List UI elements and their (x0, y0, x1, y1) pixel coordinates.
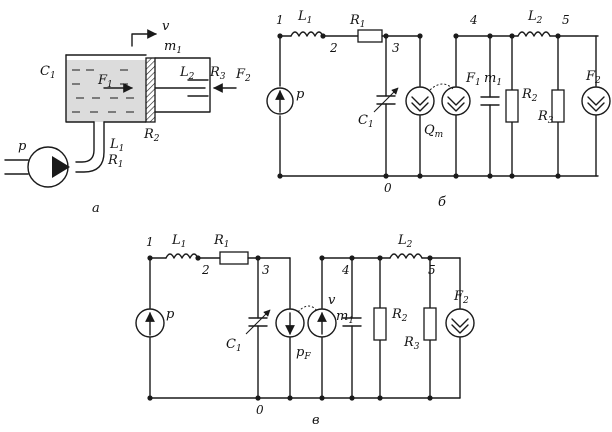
label-p: p (166, 307, 175, 322)
node-5: 5 (428, 263, 436, 277)
resistor-r2 (505, 89, 519, 123)
node-0: 0 (384, 181, 392, 195)
inductor-l1 (290, 31, 324, 37)
tank-wall (65, 54, 147, 123)
label-f2: F2 (585, 69, 601, 86)
force-source-f2-icon (445, 308, 475, 338)
inductor-l2 (389, 253, 423, 259)
label-r2: R2 (143, 127, 160, 144)
inductor-l1 (165, 253, 199, 259)
pump-inlet (4, 159, 29, 175)
pressure-source-icon (135, 308, 165, 338)
resistor-r1 (219, 251, 249, 265)
label-l2: L2 (179, 65, 195, 82)
label-r2: R2 (391, 307, 408, 324)
damper-plates (187, 79, 209, 97)
resistor-r3 (423, 307, 437, 341)
label-c1: C1 (40, 64, 56, 81)
velocity-source-icon (307, 308, 337, 338)
variable-arrow-icon (373, 87, 399, 113)
junction-dots (277, 33, 561, 179)
capacitor-m1 (342, 317, 362, 327)
caption-c: в (312, 413, 320, 428)
panel-c: 1 2 3 4 5 0 L1 R1 L2 p C1 pF v m1 R2 R3 … (135, 233, 475, 428)
double-chevron-icon (451, 318, 469, 334)
resistor-r2 (373, 307, 387, 341)
label-r3: R3 (403, 335, 420, 352)
double-chevron-icon (411, 96, 429, 112)
force-source-f1-icon (441, 86, 471, 116)
label-r1: R1 (349, 13, 366, 30)
node-3: 3 (392, 41, 400, 55)
label-c1: C1 (358, 113, 374, 130)
velocity-arrow (131, 29, 157, 47)
node-4: 4 (341, 263, 350, 277)
node-2: 2 (329, 41, 338, 55)
piston (145, 57, 156, 123)
label-v: v (162, 19, 170, 34)
label-l1: L1 (109, 137, 124, 154)
capacitor-c1 (376, 95, 396, 105)
node-0: 0 (256, 403, 264, 417)
inductor-l2 (517, 31, 551, 37)
node-5: 5 (562, 13, 570, 27)
dependency-link (429, 83, 455, 91)
label-p: p (296, 87, 305, 102)
resistor-r3 (551, 89, 565, 123)
label-p: p (18, 139, 27, 154)
label-r3: R3 (209, 65, 226, 82)
label-r1: R1 (213, 233, 230, 250)
node-1: 1 (146, 235, 154, 249)
rod-housing (154, 57, 211, 113)
label-l2: L2 (527, 9, 543, 26)
label-f2: F2 (453, 289, 469, 306)
pump-triangle-icon (52, 156, 70, 178)
pipe-outer (75, 121, 95, 163)
node-2: 2 (201, 263, 210, 277)
node-3: 3 (262, 263, 270, 277)
capacitor-c1 (248, 317, 268, 327)
label-l2: L2 (397, 233, 413, 250)
force-source-f2-icon (581, 86, 611, 116)
label-f2: F2 (235, 67, 251, 84)
caption-b: б (438, 195, 446, 210)
junction-dots (147, 255, 433, 401)
panel-b: 1 2 3 4 5 0 L1 R1 L2 p C1 Qm F1 m1 R2 R3… (266, 9, 611, 210)
label-f1: F1 (97, 73, 113, 90)
label-m1: m1 (484, 71, 502, 88)
tank-fluid (66, 60, 146, 122)
variable-arrow-icon (245, 309, 271, 335)
pressure-source-icon (266, 87, 294, 115)
resistor-r1 (357, 29, 383, 43)
label-m1: m1 (164, 39, 182, 56)
label-l1: L1 (297, 9, 312, 26)
label-v: v (328, 293, 336, 308)
pressure-source-pf-icon (275, 308, 305, 338)
label-m1: m1 (336, 309, 354, 326)
pipe-inner (75, 121, 105, 173)
double-chevron-icon (587, 96, 605, 112)
panel-a: C1 F1 m1 v L2 R3 F2 R2 L1 R1 p а (4, 19, 251, 216)
capacitor-m1 (480, 96, 500, 106)
label-qm: Qm (424, 123, 443, 140)
label-r1: R1 (107, 153, 124, 170)
label-r3: R3 (537, 109, 554, 126)
double-chevron-icon (447, 96, 465, 112)
caption-a: а (92, 201, 100, 216)
label-f1: F1 (465, 71, 481, 88)
label-l1: L1 (171, 233, 186, 250)
label-r2: R2 (521, 87, 538, 104)
node-4: 4 (469, 13, 478, 27)
label-c1: C1 (226, 337, 242, 354)
node-1: 1 (276, 13, 284, 27)
label-pf: pF (296, 345, 311, 362)
flow-source-qm-icon (405, 86, 435, 116)
